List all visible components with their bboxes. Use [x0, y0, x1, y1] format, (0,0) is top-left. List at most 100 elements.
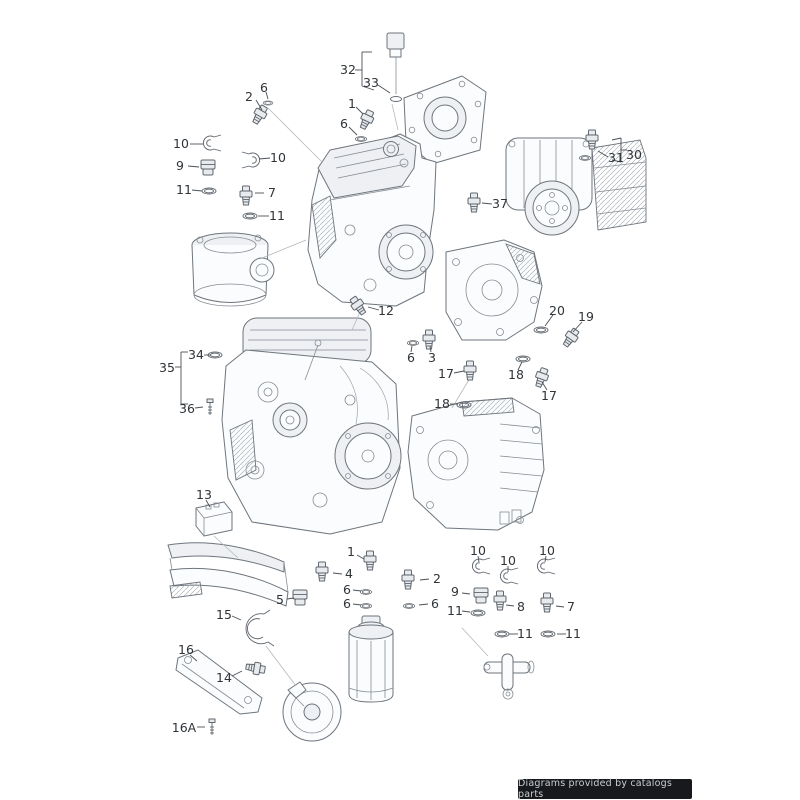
engine-line-art	[167, 32, 647, 742]
part-number-17[interactable]: 17	[541, 388, 557, 403]
leader-line	[361, 85, 375, 91]
oring-glyph	[407, 340, 419, 346]
part-number-13[interactable]: 13	[196, 487, 212, 502]
oring-glyph	[242, 212, 258, 220]
leader-line	[231, 670, 243, 677]
leader-line	[481, 202, 493, 205]
oring-glyph	[201, 187, 217, 195]
part-number-11[interactable]: 11	[447, 603, 463, 618]
part-number-20[interactable]: 20	[549, 303, 565, 318]
assembly-lines	[213, 103, 489, 687]
part-number-12[interactable]: 12	[378, 303, 394, 318]
part-number-16A[interactable]: 16A	[172, 720, 197, 735]
leader-line	[461, 610, 471, 613]
connector-part-drawing	[195, 501, 233, 537]
leader-line	[377, 84, 391, 94]
part-number-10[interactable]: 10	[173, 136, 189, 151]
oring-glyph	[360, 603, 372, 609]
part-number-11[interactable]: 11	[517, 626, 533, 641]
part-number-7[interactable]: 7	[567, 599, 575, 614]
oring-glyph	[494, 630, 510, 638]
grommet-glyph	[292, 589, 308, 606]
grommet-glyph	[200, 159, 216, 176]
leader-line	[410, 345, 413, 353]
part-number-6[interactable]: 6	[343, 582, 351, 597]
leader-line	[429, 345, 432, 353]
leader-line	[205, 499, 211, 508]
engine-block-drawing	[221, 317, 402, 535]
part-number-15[interactable]: 15	[216, 607, 232, 622]
part-number-37[interactable]: 37	[492, 196, 508, 211]
part-number-9[interactable]: 9	[176, 158, 184, 173]
part-number-2[interactable]: 2	[433, 571, 441, 586]
part-number-10[interactable]: 10	[270, 150, 286, 165]
leader-line	[255, 99, 263, 111]
horn-drawing	[282, 681, 342, 742]
oring-glyph	[540, 630, 556, 638]
part-number-18[interactable]: 18	[508, 367, 524, 382]
part-number-35[interactable]: 35	[159, 360, 175, 375]
part-number-6[interactable]: 6	[340, 116, 348, 131]
leader-lines-layer	[175, 51, 627, 728]
clip-glyph	[499, 567, 519, 585]
catalog-watermark-text: Diagrams provided by catalogs parts	[518, 778, 672, 800]
part-number-6[interactable]: 6	[431, 596, 439, 611]
part-number-7[interactable]: 7	[268, 185, 276, 200]
oring-glyph	[262, 100, 274, 106]
part-number-10[interactable]: 10	[500, 553, 516, 568]
leader-line	[541, 381, 548, 391]
leader-line	[258, 157, 271, 160]
part-number-16[interactable]: 16	[178, 642, 194, 657]
part-number-18[interactable]: 18	[434, 396, 450, 411]
leader-line	[352, 603, 362, 606]
part-number-34[interactable]: 34	[188, 347, 204, 362]
part-number-17[interactable]: 17	[438, 366, 454, 381]
part-number-10[interactable]: 10	[539, 543, 555, 558]
part-number-3[interactable]: 3	[428, 350, 436, 365]
part-number-6[interactable]: 6	[343, 596, 351, 611]
fuel-filter-drawing	[348, 615, 394, 703]
part-number-6[interactable]: 6	[260, 80, 268, 95]
leader-line	[555, 605, 565, 608]
part-number-6[interactable]: 6	[407, 350, 415, 365]
oring-glyph	[579, 155, 591, 161]
part-number-5[interactable]: 5	[276, 592, 284, 607]
part-number-8[interactable]: 8	[517, 599, 525, 614]
bracket-drawing	[175, 649, 263, 715]
oring-glyph	[533, 326, 549, 334]
part-number-31[interactable]: 31	[608, 150, 624, 165]
part-number-19[interactable]: 19	[578, 309, 594, 324]
part-number-11[interactable]: 11	[176, 182, 192, 197]
sensor-glyph	[540, 592, 554, 613]
bell-housing-drawing	[445, 239, 543, 341]
part-number-10[interactable]: 10	[470, 543, 486, 558]
sensor-glyph	[363, 550, 377, 571]
part-number-11[interactable]: 11	[565, 626, 581, 641]
sensor-glyph	[493, 590, 507, 611]
part-number-36[interactable]: 36	[179, 401, 195, 416]
part-number-2[interactable]: 2	[245, 89, 253, 104]
bolt-glyph	[206, 398, 214, 416]
part-number-1[interactable]: 1	[348, 96, 356, 111]
sensor-glyph	[356, 107, 377, 132]
part-number-14[interactable]: 14	[216, 670, 232, 685]
sensor-glyph	[463, 360, 477, 381]
bolt-glyph	[208, 718, 216, 736]
part-number-1[interactable]: 1	[347, 544, 355, 559]
grommet-glyph	[473, 587, 489, 604]
leader-line	[517, 361, 523, 371]
part-number-32[interactable]: 32	[340, 62, 356, 77]
clip-glyph	[241, 151, 261, 169]
part-number-4[interactable]: 4	[345, 566, 353, 581]
leader-line	[191, 189, 203, 192]
part-number-33[interactable]: 33	[363, 75, 379, 90]
part-number-11[interactable]: 11	[269, 208, 285, 223]
leader-line	[332, 572, 343, 575]
part-number-9[interactable]: 9	[451, 584, 459, 599]
leader-line	[461, 592, 471, 595]
leader-line	[477, 555, 480, 563]
cylinder-head-engine-drawing	[307, 133, 437, 307]
part-number-30[interactable]: 30	[626, 147, 642, 162]
